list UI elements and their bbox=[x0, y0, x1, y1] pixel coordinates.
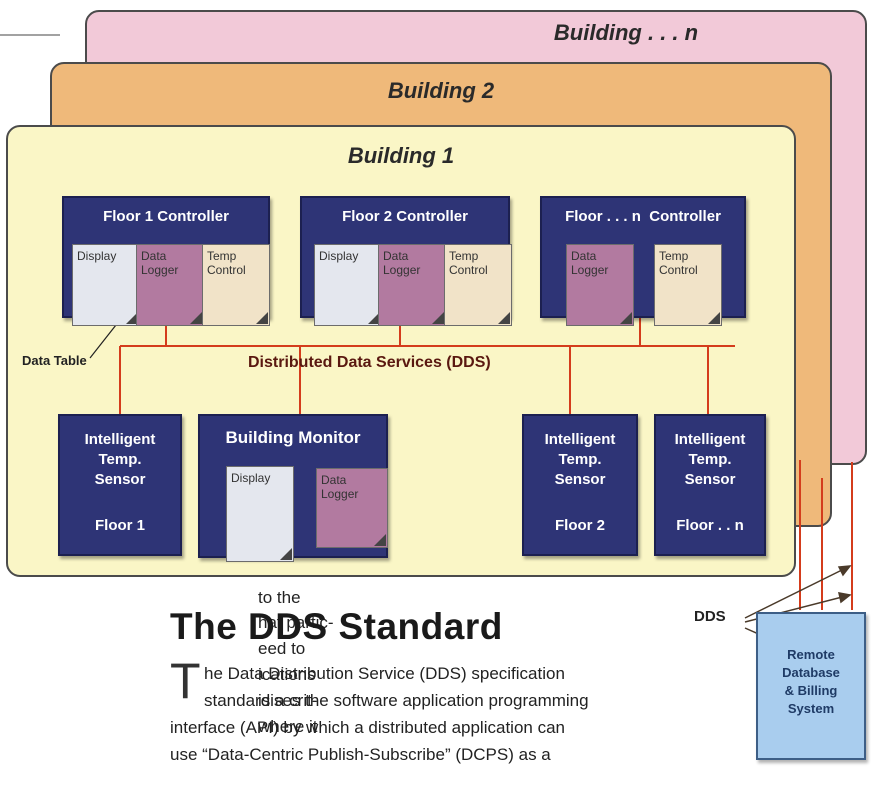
sensor-label: Intelligent Temp. Sensor bbox=[544, 431, 616, 488]
temp-sensor-floor-2: Intelligent Temp. Sensor Floor 2 bbox=[522, 414, 638, 556]
controller-title: Floor . . . n Controller bbox=[565, 208, 721, 225]
building-2-title: Building 2 bbox=[387, 78, 495, 103]
controller-title: Floor 1 Controller bbox=[103, 208, 229, 225]
doc-label: Display bbox=[77, 249, 117, 263]
floor-1-controller: Floor 1 Controller Display Data Logger T… bbox=[62, 196, 270, 326]
sensor-floor-label: Floor . . n bbox=[676, 517, 744, 534]
dds-bus-label: Distributed Data Services (DDS) bbox=[248, 354, 491, 371]
doc-label: Display bbox=[231, 471, 271, 485]
article-body-line: standardises the software application pr… bbox=[204, 691, 589, 710]
data-logger-doc-icon: Data Logger bbox=[136, 244, 204, 326]
sensor-floor-label: Floor 1 bbox=[94, 517, 145, 534]
controller-title: Floor 2 Controller bbox=[342, 208, 468, 225]
data-logger-doc-icon: Data Logger bbox=[566, 244, 634, 326]
temp-sensor-floor-1: Intelligent Temp. Sensor Floor 1 bbox=[58, 414, 182, 556]
doc-label: Temp Control bbox=[659, 249, 698, 277]
doc-label: Data Logger bbox=[321, 473, 359, 501]
left-fragment-line: is a crit- bbox=[258, 691, 318, 710]
data-table-label: Data Table bbox=[22, 353, 87, 368]
left-fragment-line: eed to bbox=[258, 639, 306, 658]
left-fragment-line: hat partic- bbox=[258, 613, 334, 632]
doc-label: Data Logger bbox=[571, 249, 609, 277]
doc-label: Display bbox=[319, 249, 359, 263]
article-body-line: he Data Distribution Service (DDS) speci… bbox=[204, 664, 565, 683]
temp-control-doc-icon: Temp Control bbox=[654, 244, 722, 326]
doc-label: Temp Control bbox=[207, 249, 246, 277]
doc-label: Temp Control bbox=[449, 249, 488, 277]
sensor-label: Intelligent Temp. Sensor bbox=[84, 431, 156, 488]
sensor-floor-label: Floor 2 bbox=[554, 517, 605, 534]
floor-n-controller: Floor . . . n Controller Data Logger Tem… bbox=[540, 196, 746, 326]
article-body-line: use “Data-Centric Publish-Subscribe” (DC… bbox=[170, 745, 551, 764]
building-monitor: Building Monitor Display Data Logger bbox=[198, 414, 388, 562]
article-heading: The DDS Standard bbox=[170, 606, 503, 647]
left-fragment-line: ications bbox=[258, 665, 316, 684]
floor-2-controller: Floor 2 Controller Display Data Logger T… bbox=[300, 196, 512, 326]
drop-cap: T bbox=[170, 653, 201, 709]
left-fragment-line: where it bbox=[258, 717, 318, 736]
doc-label: Data Logger bbox=[141, 249, 179, 277]
article-body-line: interface (API) by which a distributed a… bbox=[170, 718, 565, 737]
building-1-title: Building 1 bbox=[347, 143, 455, 168]
remote-database-billing-system: Remote Database & Billing System bbox=[756, 612, 866, 760]
doc-label: Data Logger bbox=[383, 249, 421, 277]
left-fragment-line: to the bbox=[258, 588, 301, 607]
remote-system-label: Remote Database & Billing System bbox=[782, 647, 840, 716]
dds-arrow-label: DDS bbox=[694, 608, 726, 625]
data-logger-doc-icon: Data Logger bbox=[378, 244, 446, 326]
monitor-title: Building Monitor bbox=[225, 428, 361, 447]
display-doc-icon: Display bbox=[314, 244, 382, 326]
temp-sensor-floor-n: Intelligent Temp. Sensor Floor . . n bbox=[654, 414, 766, 556]
sensor-label: Intelligent Temp. Sensor bbox=[674, 431, 746, 488]
temp-control-doc-icon: Temp Control bbox=[444, 244, 512, 326]
display-doc-icon: Display bbox=[226, 466, 294, 562]
temp-control-doc-icon: Temp Control bbox=[202, 244, 270, 326]
display-doc-icon: Display bbox=[72, 244, 140, 326]
data-logger-doc-icon: Data Logger bbox=[316, 468, 388, 548]
building-n-title: Building . . . n bbox=[553, 20, 699, 45]
